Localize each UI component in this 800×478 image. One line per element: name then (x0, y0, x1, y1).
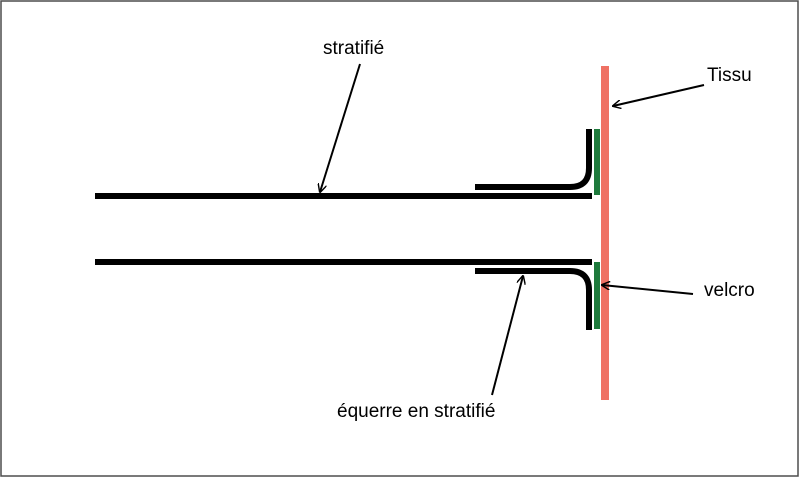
top-laminate-angle-bracket (475, 129, 592, 190)
label-velcro: velcro (704, 280, 755, 301)
arrow-equerre (491, 276, 523, 396)
arrow-tissu (613, 84, 705, 106)
arrow-velcro (602, 285, 694, 295)
velcro-bottom (594, 262, 600, 329)
fabric-strip (601, 66, 609, 400)
bottom-laminate-angle-bracket (475, 268, 592, 330)
arrow-stratifie (320, 63, 361, 192)
velcro-top (594, 129, 600, 195)
label-stratifie: stratifié (323, 38, 384, 59)
label-tissu: Tissu (707, 65, 752, 86)
label-equerre-en-stratifie: équerre en stratifié (337, 401, 495, 422)
